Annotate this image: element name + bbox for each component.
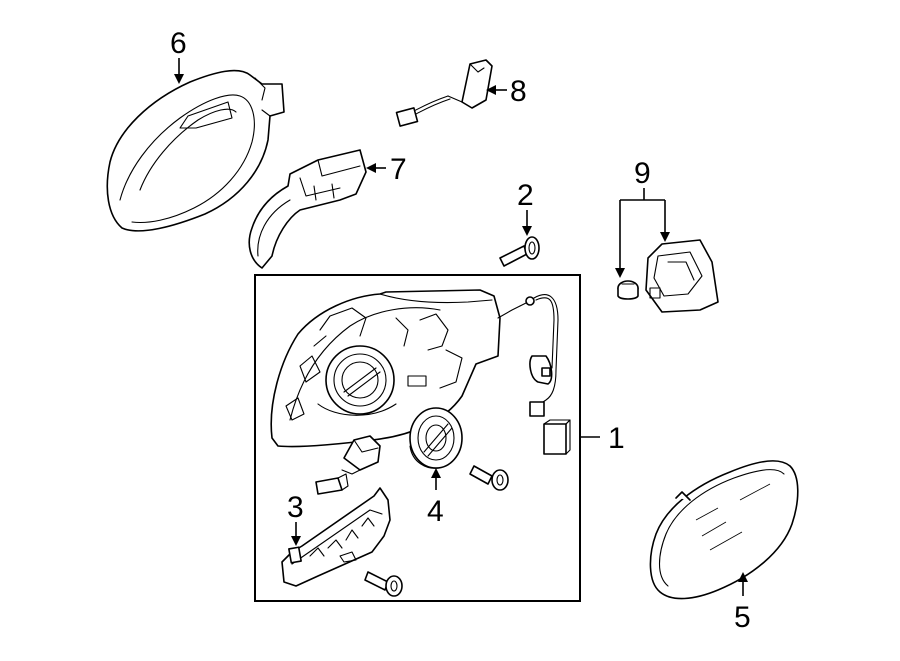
mirror-assembly-part bbox=[270, 289, 521, 448]
bracket-part bbox=[645, 239, 719, 313]
lower-cover-part bbox=[281, 487, 391, 587]
callout-9: 9 bbox=[634, 157, 651, 190]
turn-signal-part bbox=[248, 149, 367, 269]
callout-7: 7 bbox=[390, 153, 407, 186]
callout-8: 8 bbox=[510, 75, 527, 108]
mirror-glass-part bbox=[649, 460, 799, 600]
callout-1: 1 bbox=[608, 422, 625, 455]
leader-lines bbox=[174, 58, 748, 596]
callout-4: 4 bbox=[427, 495, 444, 528]
screw-part bbox=[499, 236, 540, 267]
callout-5: 5 bbox=[734, 601, 751, 634]
motor-part bbox=[409, 407, 463, 469]
bolt-part bbox=[469, 465, 509, 491]
mirror-wire-part bbox=[519, 294, 571, 455]
assembly-frame bbox=[254, 274, 581, 602]
wire-harness-part bbox=[395, 59, 493, 127]
lower-bolt-part bbox=[364, 571, 403, 597]
actuator-clip-part bbox=[341, 435, 381, 475]
callout-3: 3 bbox=[287, 491, 304, 524]
callout-2: 2 bbox=[517, 179, 534, 212]
connector-plug-part bbox=[315, 473, 349, 495]
callout-6: 6 bbox=[170, 27, 187, 60]
mirror-cover-part bbox=[106, 69, 285, 232]
clip-part bbox=[617, 280, 639, 300]
